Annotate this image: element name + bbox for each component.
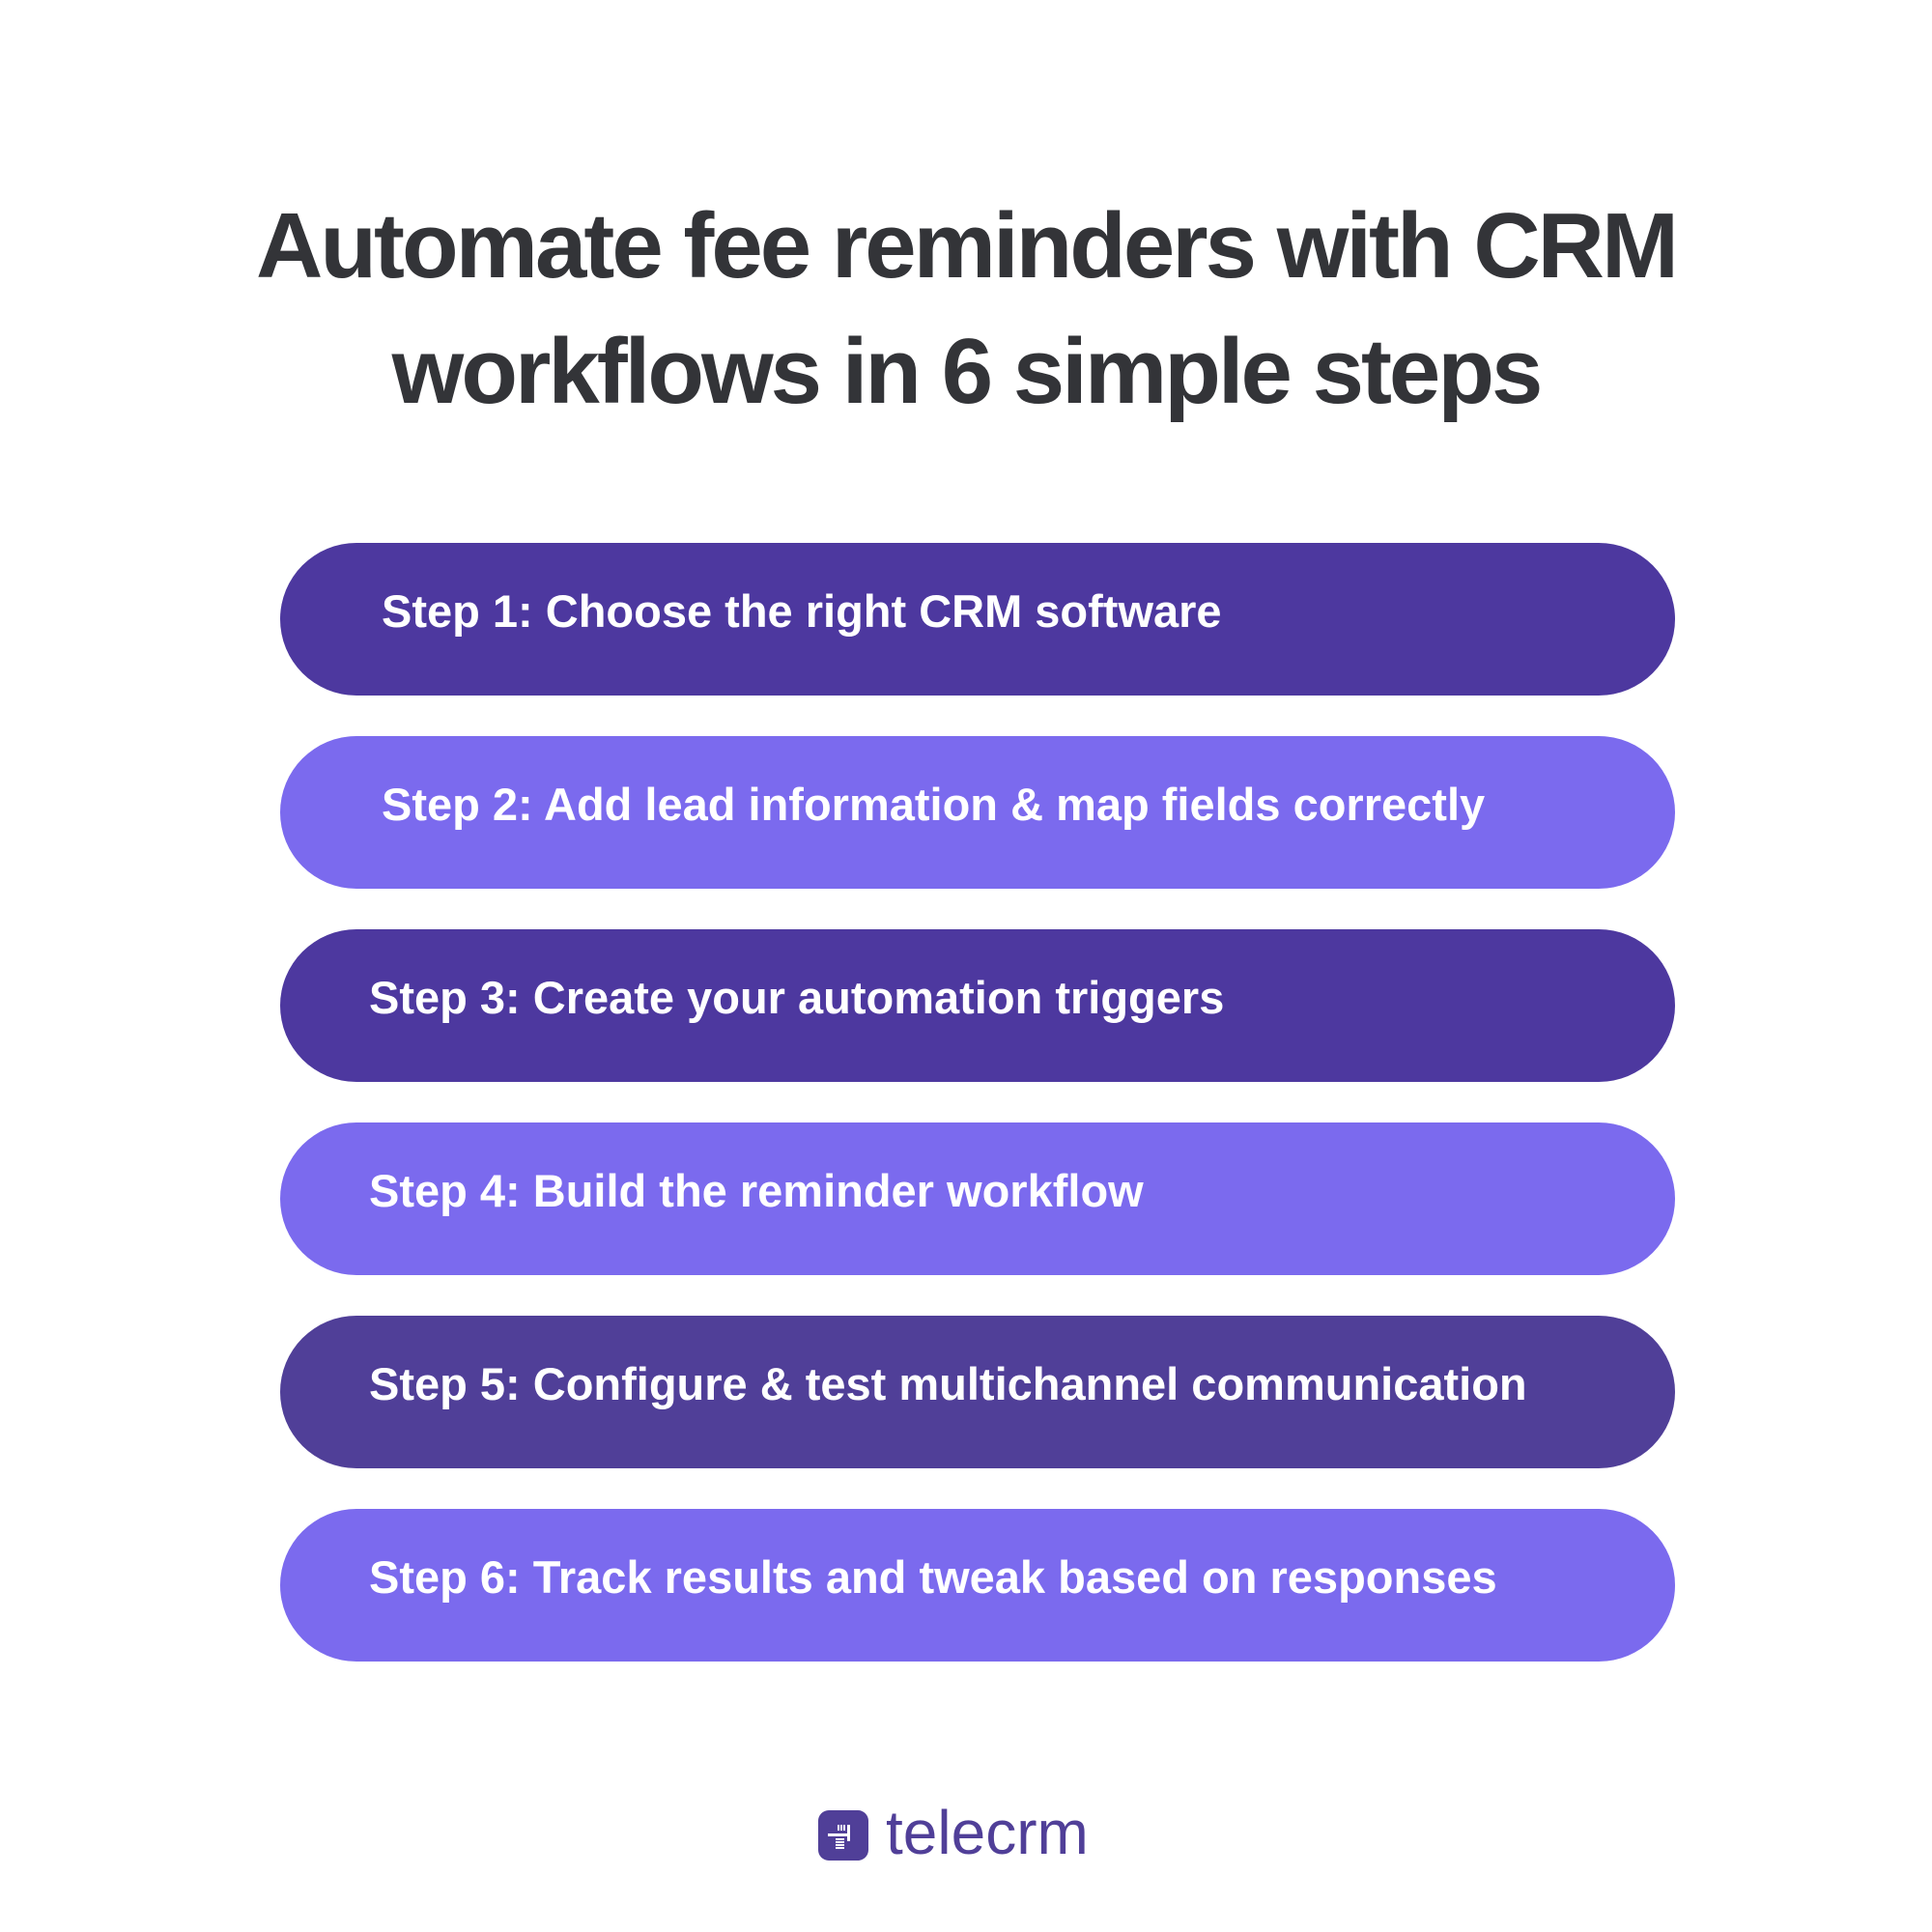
step-6-pill: Step 6: Track results and tweak based on…	[280, 1509, 1675, 1662]
step-2-label: Step 2: Add lead information & map field…	[382, 778, 1486, 830]
step-4-pill: Step 4: Build the reminder workflow	[280, 1122, 1675, 1275]
step-5-label: Step 5: Configure & test multichannel co…	[369, 1357, 1527, 1409]
step-1-pill: Step 1: Choose the right CRM software	[280, 543, 1675, 696]
step-3-label: Step 3: Create your automation triggers	[369, 971, 1225, 1023]
title-line-1: Automate fee reminders with CRM	[256, 194, 1679, 298]
step-3-pill: Step 3: Create your automation triggers	[280, 929, 1675, 1082]
step-5-pill: Step 5: Configure & test multichannel co…	[280, 1316, 1675, 1468]
telecrm-logo-icon	[818, 1810, 868, 1861]
step-4-label: Step 4: Build the reminder workflow	[369, 1164, 1144, 1216]
page-title: Automate fee reminders with CRM workflow…	[0, 184, 1932, 435]
step-2-pill: Step 2: Add lead information & map field…	[280, 736, 1675, 889]
brand-logo: telecrm	[818, 1798, 1089, 1867]
step-1-label: Step 1: Choose the right CRM software	[382, 584, 1222, 637]
brand-name: telecrm	[886, 1798, 1089, 1867]
step-6-label: Step 6: Track results and tweak based on…	[369, 1550, 1497, 1603]
title-line-2: workflows in 6 simple steps	[391, 320, 1544, 423]
